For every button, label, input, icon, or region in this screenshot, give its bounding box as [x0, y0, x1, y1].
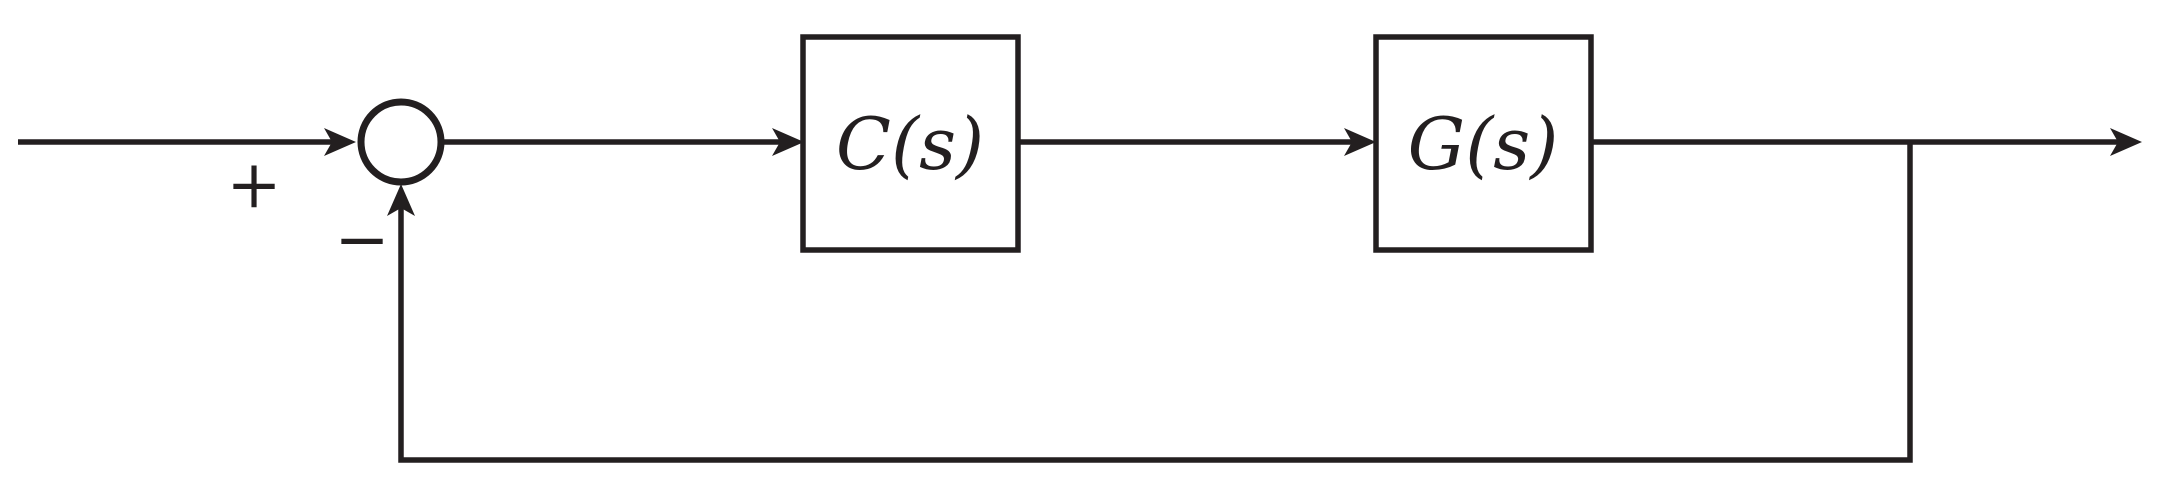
summing-junction [357, 98, 445, 186]
feedback-path [398, 142, 1913, 463]
plant-block: G(s) [1373, 34, 1594, 253]
plant-block-label: G(s) [1408, 102, 1559, 186]
control-arrowhead [1344, 128, 1376, 156]
controller-block-label: C(s) [836, 102, 984, 186]
output-arrowhead [2110, 128, 2142, 156]
negative-sign: − [334, 201, 389, 278]
positive-sign: + [226, 146, 281, 223]
error-arrowhead [772, 128, 804, 156]
feedback-arrowhead [387, 184, 415, 216]
controller-block-box [800, 34, 1021, 253]
input-arrowhead [324, 128, 356, 156]
controller-block: C(s) [800, 34, 1021, 253]
